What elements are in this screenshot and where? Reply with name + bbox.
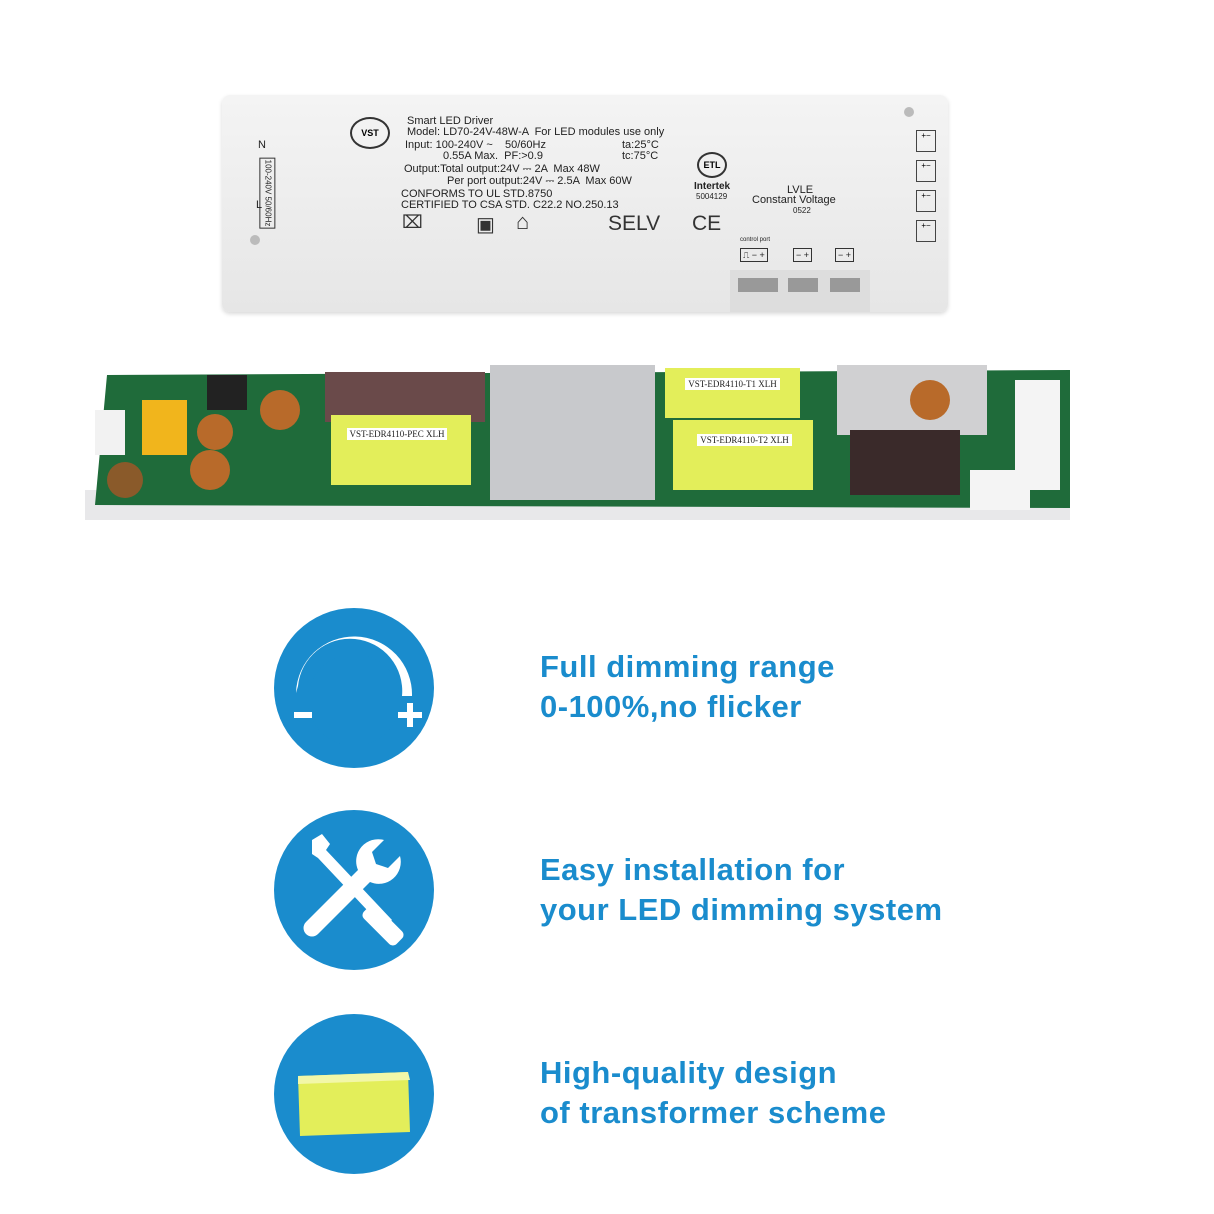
output-connectors [730,270,870,312]
pcb-board: VST-EDR4110-PEC XLH VST-EDR4110-T1 XLH V… [85,360,1075,535]
pcb-illustration [85,365,1070,520]
weee-icon: ⌧ [402,212,423,232]
port-label-1: − + [793,248,813,262]
label-title: Smart LED Driver [407,115,494,127]
feature-line: your LED dimming system [540,892,943,927]
feature-installation-text: Easy installation for your LED dimming s… [540,850,943,930]
mount-hole [904,107,914,117]
label-intertek-no: 5004129 [696,192,728,201]
label-input2: 0.55A Max. PF:>0.9 [443,150,543,162]
etl-mark: ETL [697,152,727,178]
port-label-2: − + [835,248,855,262]
label-date-code: 0522 [793,206,811,215]
label-control-port: control port [740,237,771,243]
label-tc: tc:75°C [622,150,659,162]
label-intertek: Intertek [694,181,731,192]
label-n: N [258,139,266,151]
feature-line: High-quality design [540,1055,838,1090]
feature-line: Easy installation for [540,852,846,887]
dimmer-knob-icon [274,608,434,768]
label-output-port: Per port output:24V ⎓ 2.5A Max 60W [447,175,632,187]
side-port-markings: +− +− +− +− [916,130,936,242]
label-side-input: 100-240V 50/60Hz [259,157,276,229]
port-label-control: ⎍ − + [740,248,768,262]
feature-line: 0-100%,no flicker [540,689,802,724]
transformer-t2-label: VST-EDR4110-T2 XLH [697,434,792,446]
ce-mark: CE [692,212,722,235]
label-constant-voltage: Constant Voltage [752,194,836,206]
transformer-block-icon [274,1014,434,1174]
label-model: Model: LD70-24V-48W-A For LED modules us… [407,126,665,138]
transformer-t1-label: VST-EDR4110-T1 XLH [685,378,780,390]
label-input: Input: 100-240V ~ 50/60Hz [405,139,546,151]
label-conforms: CONFORMS TO UL STD.8750 [401,188,553,200]
label-certified: CERTIFIED TO CSA STD. C22.2 NO.250.13 [401,199,619,211]
selv-label: SELV [608,212,661,235]
transformer-pec-label: VST-EDR4110-PEC XLH [347,428,447,440]
indoor-use-icon: ⌂ [516,209,530,234]
class-ii-icon: ▣ [476,214,495,236]
label-l: L [256,199,263,211]
feature-transformer-text: High-quality design of transformer schem… [540,1053,886,1133]
mount-hole [250,235,260,245]
label-lvle: LVLE [787,184,814,196]
led-driver-case: VST Smart LED Driver Model: LD70-24V-48W… [222,95,948,312]
brand-logo: VST [350,117,390,149]
feature-dimming-text: Full dimming range 0-100%,no flicker [540,647,835,727]
label-ta: ta:25°C [622,139,659,151]
feature-line: Full dimming range [540,649,835,684]
wrench-screwdriver-icon [274,810,434,970]
label-output-total: Output:Total output:24V ⎓ 2A Max 48W [404,163,600,175]
feature-line: of transformer scheme [540,1095,887,1130]
